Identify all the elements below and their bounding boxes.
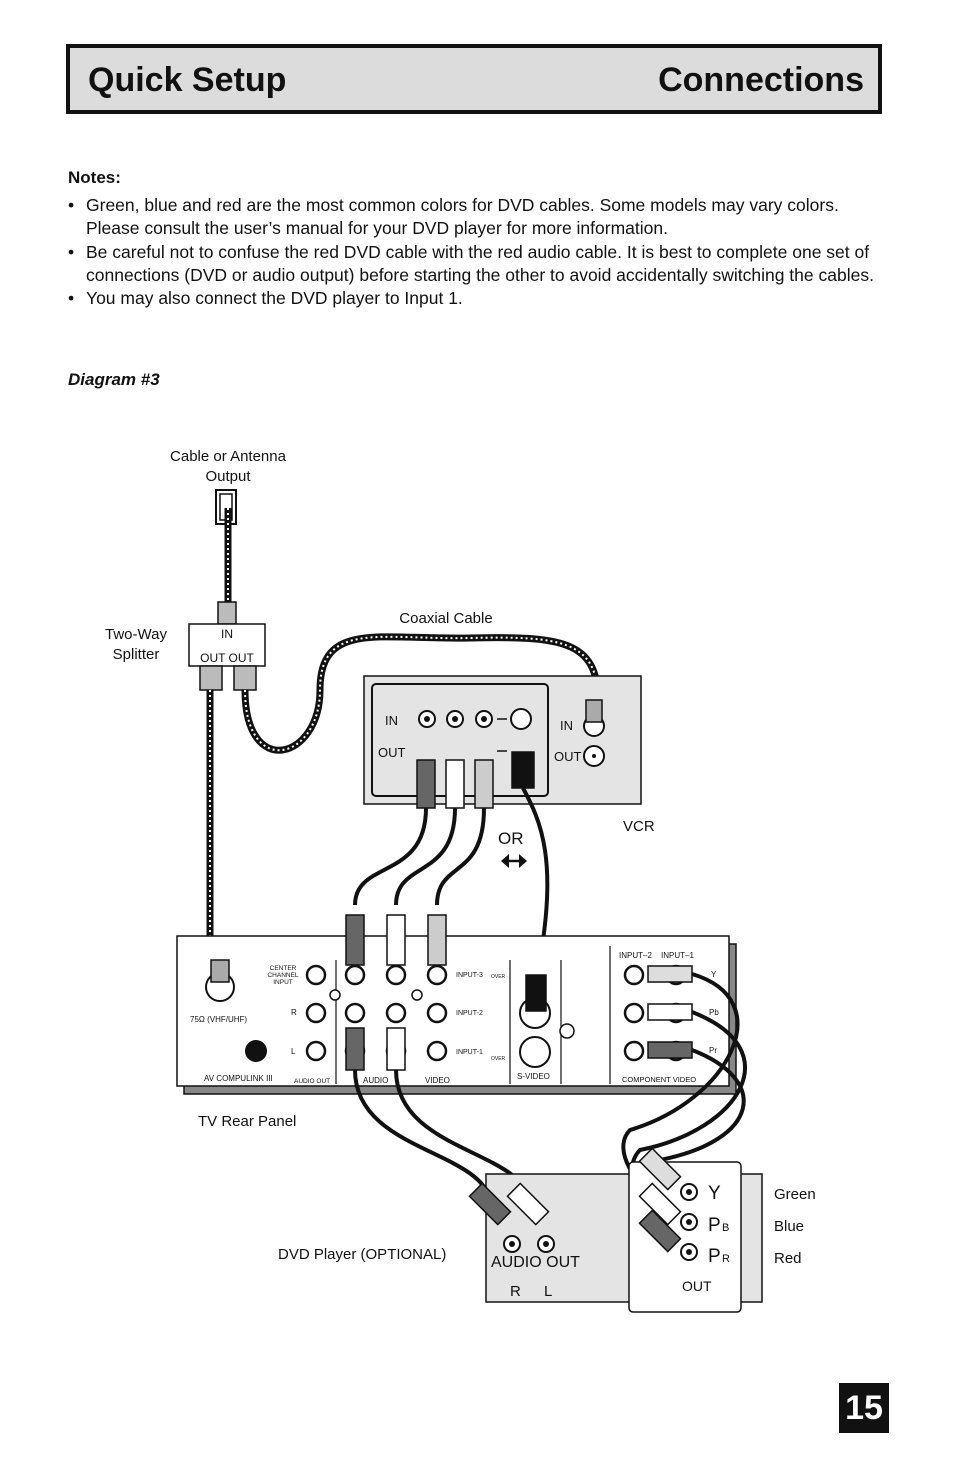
tv-av-compulink-label: AV COMPULINK III [204, 1074, 273, 1083]
tv-center-label-2: CHANNEL [267, 972, 298, 979]
red-label: Red [774, 1250, 802, 1267]
vcr-in-label: IN [385, 713, 398, 728]
or-label: OR [498, 829, 524, 848]
coaxial-cable-label: Coaxial Cable [399, 610, 492, 627]
page-header: Quick Setup Connections [66, 44, 882, 114]
tv-rear-panel [176, 935, 737, 1095]
dvd-audio-out-label: AUDIO OUT [491, 1254, 580, 1271]
diagram-title: Diagram #3 [68, 370, 160, 389]
tv-pb-label: Pb [709, 1008, 719, 1017]
blue-label: Blue [774, 1218, 804, 1235]
tv-input1-label: INPUT-1 [456, 1049, 483, 1056]
dvd-l-label: L [544, 1283, 552, 1300]
page-number: 15 [839, 1383, 889, 1433]
note-item: Green, blue and red are the most common … [68, 194, 878, 241]
splitter-in-label: IN [221, 627, 233, 641]
dvd-player-label: DVD Player (OPTIONAL) [278, 1246, 446, 1263]
tv-input1-comp-label: INPUT–1 [661, 951, 694, 960]
vcr-label: VCR [623, 818, 655, 835]
tv-r-label: R [291, 1008, 297, 1017]
tv-input3-label: INPUT-3 [456, 972, 483, 979]
cable-antenna-label-1: Cable or Antenna [170, 448, 287, 465]
dvd-out-label: OUT [682, 1278, 712, 1294]
dvd-pr-sub-label: R [722, 1253, 730, 1265]
note-item: Be careful not to confuse the red DVD ca… [68, 241, 878, 288]
tv-over-label-1: OVER [491, 974, 506, 980]
vcr-panel [363, 675, 642, 805]
header-right-title: Connections [658, 61, 864, 99]
splitter-label-1: Two-Way [105, 626, 167, 643]
tv-svideo-label: S-VIDEO [517, 1072, 550, 1081]
vcr-out-label: OUT [378, 745, 406, 760]
tv-rear-panel-label: TV Rear Panel [198, 1113, 296, 1130]
tv-pr-label: Pr [709, 1046, 717, 1055]
notes-list: Green, blue and red are the most common … [68, 194, 878, 311]
vcr-output-plugs [416, 751, 535, 809]
tv-component-label: COMPONENT VIDEO [622, 1075, 696, 1084]
tv-video-label: VIDEO [425, 1076, 450, 1085]
dvd-pb-label: P [708, 1215, 721, 1236]
double-arrow-icon [501, 854, 527, 868]
dvd-pb-sub-label: B [722, 1222, 729, 1234]
tv-center-label-1: CENTER [270, 965, 297, 972]
tv-audio-label: AUDIO [363, 1076, 388, 1085]
green-label: Green [774, 1186, 816, 1203]
tv-input2-label: INPUT-2 [456, 1010, 483, 1017]
header-left-title: Quick Setup [88, 61, 287, 99]
splitter-out-label: OUT OUT [200, 651, 254, 665]
tv-over-label-2: OVER [491, 1056, 506, 1062]
tv-y-label: Y [711, 970, 717, 979]
dvd-pr-label: P [708, 1246, 721, 1267]
cable-antenna-label-2: Output [205, 468, 251, 485]
vcr-rf-in-label: IN [560, 718, 573, 733]
note-item: You may also connect the DVD player to I… [68, 287, 878, 311]
dvd-r-label: R [510, 1283, 521, 1300]
tv-center-label-3: INPUT [273, 979, 293, 986]
notes-title: Notes: [68, 168, 121, 187]
tv-l-label: L [291, 1047, 296, 1056]
dvd-player [468, 1147, 763, 1313]
dvd-y-label: Y [708, 1183, 721, 1204]
tv-audio-out-label: AUDIO OUT [294, 1078, 330, 1085]
splitter-icon [188, 601, 266, 691]
splitter-label-2: Splitter [113, 646, 160, 663]
tv-75-label: 75Ω (VHF/UHF) [190, 1015, 247, 1024]
tv-input2-comp-label: INPUT–2 [619, 951, 652, 960]
vcr-rf-out-label: OUT [554, 749, 582, 764]
